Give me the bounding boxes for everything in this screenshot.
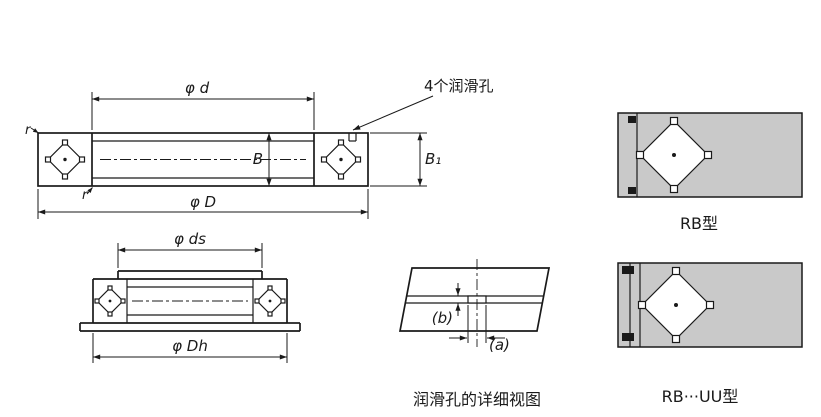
r-top-label: r (25, 123, 32, 138)
roller-corner-notch (637, 300, 647, 310)
lube-holes-callout: 4个润滑孔 (352, 77, 494, 131)
roller-corner-notch (337, 173, 345, 180)
roller-corner-notch (120, 298, 126, 304)
dim-phi-ds: φ ds (117, 230, 263, 268)
phi-ds-label: φ ds (174, 230, 206, 248)
dim-b: (b) (432, 283, 461, 327)
roller-corner-notch (669, 116, 679, 126)
roller-corner-notch (267, 285, 273, 291)
rb-type-section (617, 112, 803, 198)
roller-corner-notch (61, 173, 69, 180)
b1-width-label: B₁ (425, 150, 441, 168)
phi-D-label: φ D (190, 193, 216, 211)
bearing-outer-outline (37, 132, 369, 187)
leader-line (352, 95, 434, 131)
roller-corner-notch (671, 266, 681, 276)
roller-corner-notch (705, 300, 715, 310)
lube-holes-note: 4个润滑孔 (424, 77, 494, 95)
b-width-label: B (253, 150, 263, 168)
retainer-mark (628, 187, 636, 194)
phi-dh-label: φ Dh (172, 337, 208, 355)
left-roller-section (44, 139, 86, 180)
roller-center-dot (672, 153, 676, 157)
roller-corner-notch (337, 139, 345, 146)
lube-hole-detail-view: (b) (a) 润滑孔的详细视图 (398, 259, 551, 409)
phi-d-label: φ d (185, 79, 210, 97)
detail-caption: 润滑孔的详细视图 (413, 390, 541, 409)
roller-center-dot (268, 299, 272, 303)
roller-corner-notch (320, 156, 328, 163)
roller-corner-notch (78, 156, 86, 163)
roller-corner-notch (254, 298, 260, 304)
detail-b-label: (b) (432, 309, 453, 327)
roller-center-dot (108, 299, 112, 303)
leader-line (30, 127, 39, 134)
dim-phi-d: φ d (91, 79, 315, 130)
main-bearing-cross-section (37, 132, 369, 187)
roller-corner-notch (94, 298, 100, 304)
retainer-mark (628, 116, 636, 123)
lube-hole-mark (348, 133, 357, 142)
roller-corner-notch (669, 184, 679, 194)
rb-uu-type-label: RB···UU型 (662, 387, 739, 406)
leader-line (86, 187, 93, 195)
dim-B: B (253, 133, 272, 186)
roller-corner-notch (107, 285, 113, 291)
dim-phi-Dh: φ Dh (92, 333, 288, 363)
roller-center-dot (63, 157, 67, 162)
roller-corner-notch (703, 150, 713, 160)
dim-a: (a) (449, 305, 510, 354)
seal-mark (622, 266, 634, 274)
mounting-cross-section (79, 270, 301, 332)
roller-corner-notch (354, 156, 362, 163)
dim-phi-D: φ D (37, 189, 369, 219)
right-roller-section (254, 285, 286, 317)
r-bottom-label: r (82, 188, 89, 203)
left-roller-section (94, 285, 126, 317)
seal-mark (622, 333, 634, 341)
rb-uu-type-section (617, 262, 803, 348)
roller-center-dot (339, 157, 343, 162)
dim-B1: B₁ (370, 132, 441, 187)
rb-type-label: RB型 (680, 214, 718, 233)
roller-corner-notch (61, 139, 69, 146)
roller-corner-notch (280, 298, 286, 304)
roller-corner-notch (107, 311, 113, 317)
roller-corner-notch (671, 334, 681, 344)
right-roller-section (320, 139, 362, 180)
roller-corner-notch (635, 150, 645, 160)
ring-wall-segment (398, 267, 551, 332)
radius-callouts: r r (25, 123, 93, 203)
roller-center-dot (674, 303, 678, 307)
roller-corner-notch (44, 156, 52, 163)
detail-a-label: (a) (489, 336, 510, 354)
roller-corner-notch (267, 311, 273, 317)
